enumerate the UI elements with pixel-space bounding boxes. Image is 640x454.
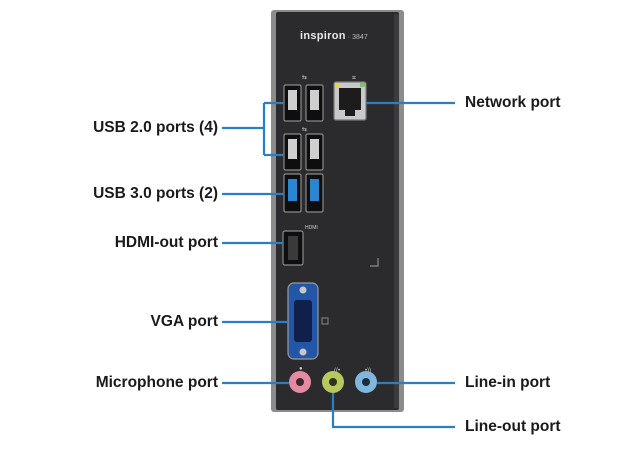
label-usb3: USB 3.0 ports (2) (93, 185, 218, 202)
label-line-out: Line-out port (465, 418, 561, 435)
label-line-in: Line-in port (465, 374, 551, 391)
svg-text:•)): •)) (365, 368, 371, 374)
label-network: Network port (465, 94, 561, 111)
network-port: ⌗ (333, 75, 367, 121)
label-hdmi: HDMI-out port (114, 234, 218, 251)
svg-text:⇆: ⇆ (302, 126, 307, 133)
audio-jacks: ● ((• •)) (289, 366, 377, 393)
usb2-lower-ports: ⇆ (283, 126, 324, 171)
vga-port (287, 282, 329, 360)
svg-text:⇆: ⇆ (302, 74, 307, 81)
line-out-callout-line (331, 393, 455, 429)
usb2-callout-line (222, 101, 284, 157)
usb3-ports (283, 173, 324, 213)
brand-logo: inspiron·3847 (300, 30, 368, 42)
label-usb2: USB 2.0 ports (4) (93, 119, 218, 136)
panel-marking (370, 258, 379, 267)
svg-text:⌗: ⌗ (352, 75, 356, 82)
chassis-side-strip (394, 14, 399, 408)
hdmi-port: HDMI (282, 225, 318, 266)
svg-text:((•: ((• (334, 368, 340, 374)
usb2-upper-ports: ⇆ (283, 74, 324, 122)
label-mic: Microphone port (95, 374, 218, 391)
callout-lines (222, 101, 455, 429)
svg-text:●: ● (299, 366, 303, 372)
svg-text:HDMI: HDMI (305, 225, 318, 231)
label-vga: VGA port (150, 313, 218, 330)
